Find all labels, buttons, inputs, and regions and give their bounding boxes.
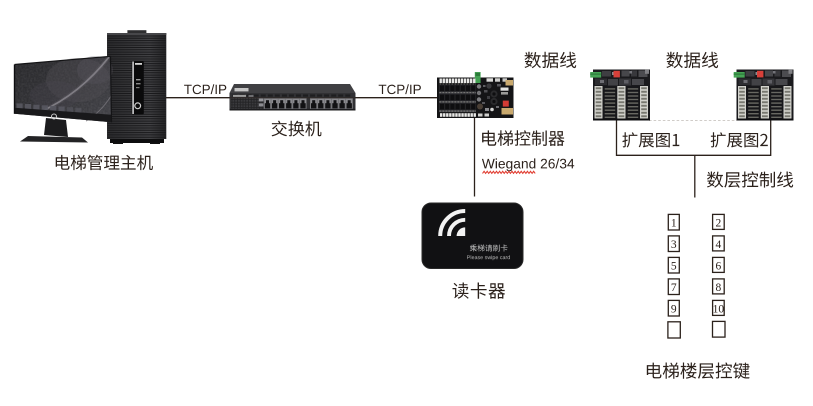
svg-text:10: 10 [713,304,725,316]
svg-text:5: 5 [671,261,677,273]
svg-text:2: 2 [716,218,722,230]
svg-text:3: 3 [671,239,677,251]
svg-text:1: 1 [671,218,677,230]
svg-text:7: 7 [671,282,677,294]
svg-text:9: 9 [671,304,677,316]
svg-text:6: 6 [716,261,722,273]
svg-text:4: 4 [716,239,722,251]
svg-text:8: 8 [716,282,722,294]
